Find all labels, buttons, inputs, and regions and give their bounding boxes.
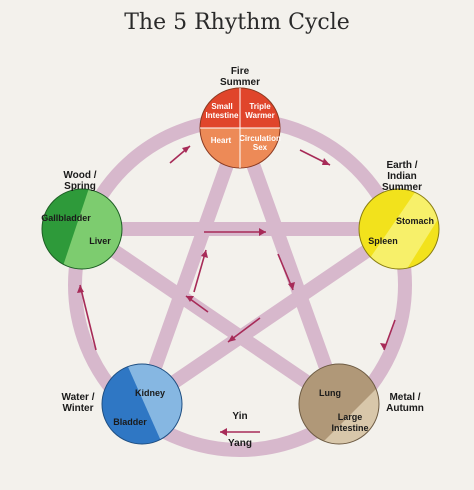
element-water: Kidney Bladder Water / Winter [62,363,183,445]
arrowhead [201,250,208,258]
water-label: Water / [62,392,95,403]
fire-organ-triple: Triple [249,102,271,111]
pentagram [75,121,406,411]
wood-light-half [60,189,122,269]
arrowhead [259,228,266,236]
fire-season-label: Summer [220,77,260,88]
element-wood: Gallbladder Liver Wood / Spring [41,170,123,270]
arrow-water-to-wood [79,284,97,351]
yang-label: Yang [228,438,252,449]
wood-organ-liver: Liver [89,236,111,246]
fire-label: Fire [231,66,250,77]
arrowhead [182,146,190,153]
star-line-water-fire [135,121,247,411]
metal-season-label: Autumn [386,403,424,414]
arrowhead [220,428,227,436]
metal-label: Metal / [389,392,420,403]
arrowhead [228,335,236,342]
metal-circle-outline [298,363,380,445]
earth-circle-outline [358,188,440,270]
element-metal: Lung Large Intestine Metal / Autumn [298,363,424,445]
fire-organ-small: Small [211,102,232,111]
earth-organ-stomach: Stomach [396,216,434,226]
fire-organ-sex: Sex [253,143,268,152]
fire-organ-intestine: Intestine [206,111,239,120]
arrowhead [77,285,84,293]
wood-organ-gallbladder: Gallbladder [41,213,91,223]
earth-organ-spleen: Spleen [368,236,398,246]
earth-season-label-2: Summer [382,182,422,193]
metal-organ-intestine: Intestine [331,423,368,433]
fire-organ-heart: Heart [211,136,232,145]
star-line-earth-water [135,222,406,411]
water-organ-kidney: Kidney [135,388,165,398]
earth-label: Earth / [386,160,417,171]
wood-circle-outline [41,188,123,270]
wood-label: Wood / [63,170,96,181]
wood-season-label: Spring [64,181,96,192]
metal-organ-lung: Lung [319,388,341,398]
arrowhead [380,343,387,350]
water-light-half [125,364,182,444]
water-organ-bladder: Bladder [113,417,147,427]
water-circle-outline [101,363,183,445]
water-season-label: Winter [62,403,93,414]
fire-organ-warmer: Warmer [245,111,275,120]
star-line-fire-metal [233,121,346,411]
fire-organ-circulation: Circulation [239,134,281,143]
diagram-title: The 5 Rhythm Cycle [124,10,350,35]
arrowhead [322,158,330,165]
star-line-metal-wood [75,222,346,411]
earth-season-label-1: Indian [387,171,416,182]
element-fire: Small Intestine Triple Warmer Heart Circ… [199,66,281,169]
arrow-star-water-fire [193,249,207,293]
metal-dark-half [299,364,379,444]
yin-label: Yin [232,411,247,422]
element-earth: Stomach Spleen Earth / Indian Summer [358,160,440,270]
arrow-heads [77,146,387,436]
arrowhead [288,282,295,290]
metal-organ-large: Large [338,412,363,422]
earth-light-half [359,189,439,269]
arrowhead [186,296,194,302]
